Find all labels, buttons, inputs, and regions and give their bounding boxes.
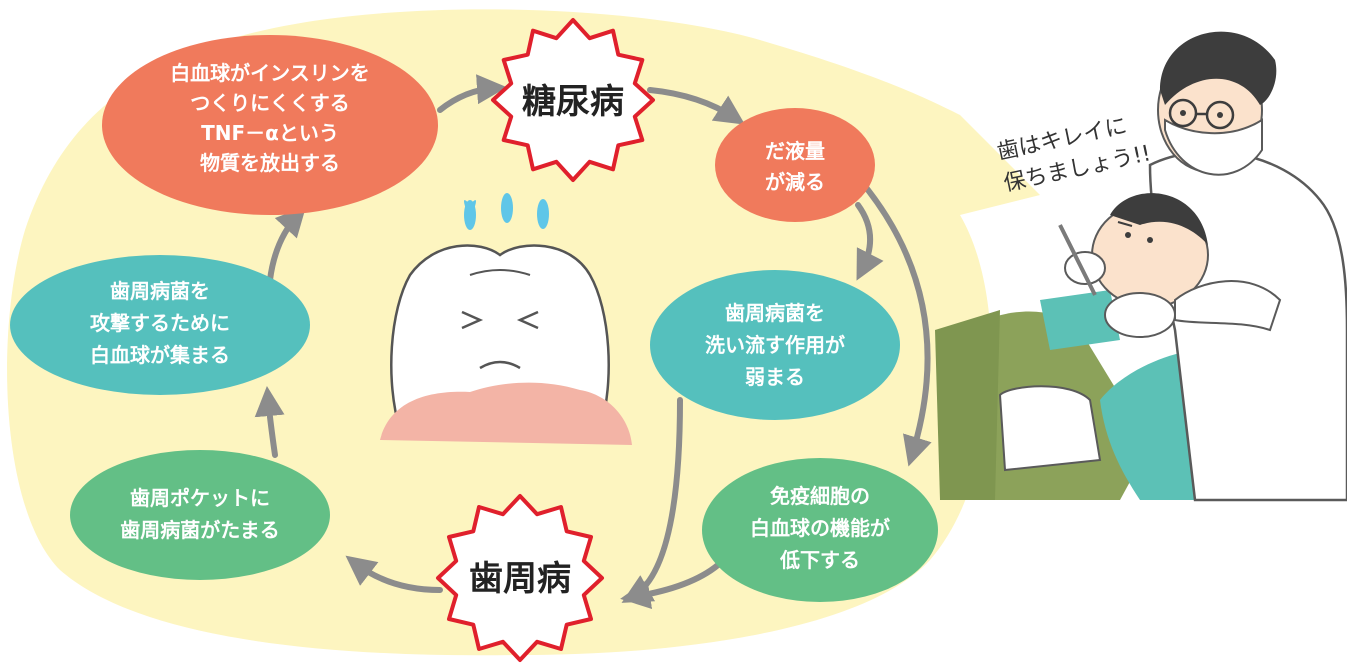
arrow xyxy=(620,562,721,610)
sad-tooth-icon xyxy=(380,244,632,445)
burst-diabetes: 糖尿病 xyxy=(491,18,655,182)
node-pocket-line: 歯周ポケットに xyxy=(130,486,270,510)
cycle-arrows xyxy=(254,74,932,610)
arrow xyxy=(254,386,285,458)
node-saliva-line: が減る xyxy=(765,170,825,194)
burst-periodontitis-label: 歯周病 xyxy=(469,559,571,599)
node-immune: 免疫細胞の 白血球の機能が 低下する xyxy=(702,458,938,602)
node-saliva-line: だ液量 xyxy=(765,139,825,163)
node-immune-line: 低下する xyxy=(779,548,860,572)
arrow xyxy=(647,87,746,125)
node-tnf-line: 物質を放出する xyxy=(200,151,340,175)
node-wash-line: 弱まる xyxy=(745,365,805,389)
node-attack-line: 攻撃するために xyxy=(90,311,230,335)
arrow xyxy=(437,74,507,113)
node-attack-line: 白血球が集まる xyxy=(90,343,230,367)
node-pocket: 歯周ポケットに 歯周病菌がたまる xyxy=(70,450,330,580)
node-wash-line: 洗い流す作用が xyxy=(705,333,845,357)
node-immune-line: 白血球の機能が xyxy=(750,516,890,540)
gum xyxy=(380,382,632,445)
burst-periodontitis: 歯周病 xyxy=(436,494,604,662)
node-attack: 歯周病菌を 攻撃するために 白血球が集まる xyxy=(10,255,310,395)
speech-text: 歯はキレイに 保ちましょう!! xyxy=(995,114,1153,197)
arrow xyxy=(267,206,307,283)
node-tnf: 白血球がインスリンを つくりにくくする TNF－αという 物質を放出する xyxy=(102,35,438,215)
node-attack-line: 歯周病菌を xyxy=(110,279,210,303)
dentist-illustration xyxy=(935,31,1347,502)
node-immune-line: 免疫細胞の xyxy=(770,484,870,508)
node-pocket-line: 歯周病菌がたまる xyxy=(120,518,279,542)
node-wash: 歯周病菌を 洗い流す作用が 弱まる xyxy=(650,270,900,420)
node-saliva: だ液量 が減る xyxy=(715,108,875,222)
arrow xyxy=(857,177,932,467)
sweat-drops-icon xyxy=(464,193,549,230)
node-tnf-line: TNF－αという xyxy=(201,121,339,145)
arrow xyxy=(855,202,884,281)
node-wash-line: 歯周病菌を xyxy=(725,301,825,325)
node-tnf-line: 白血球がインスリンを xyxy=(170,61,370,85)
node-tnf-line: つくりにくくする xyxy=(190,91,350,115)
burst-diabetes-label: 糖尿病 xyxy=(522,82,624,122)
arrow xyxy=(345,555,443,593)
